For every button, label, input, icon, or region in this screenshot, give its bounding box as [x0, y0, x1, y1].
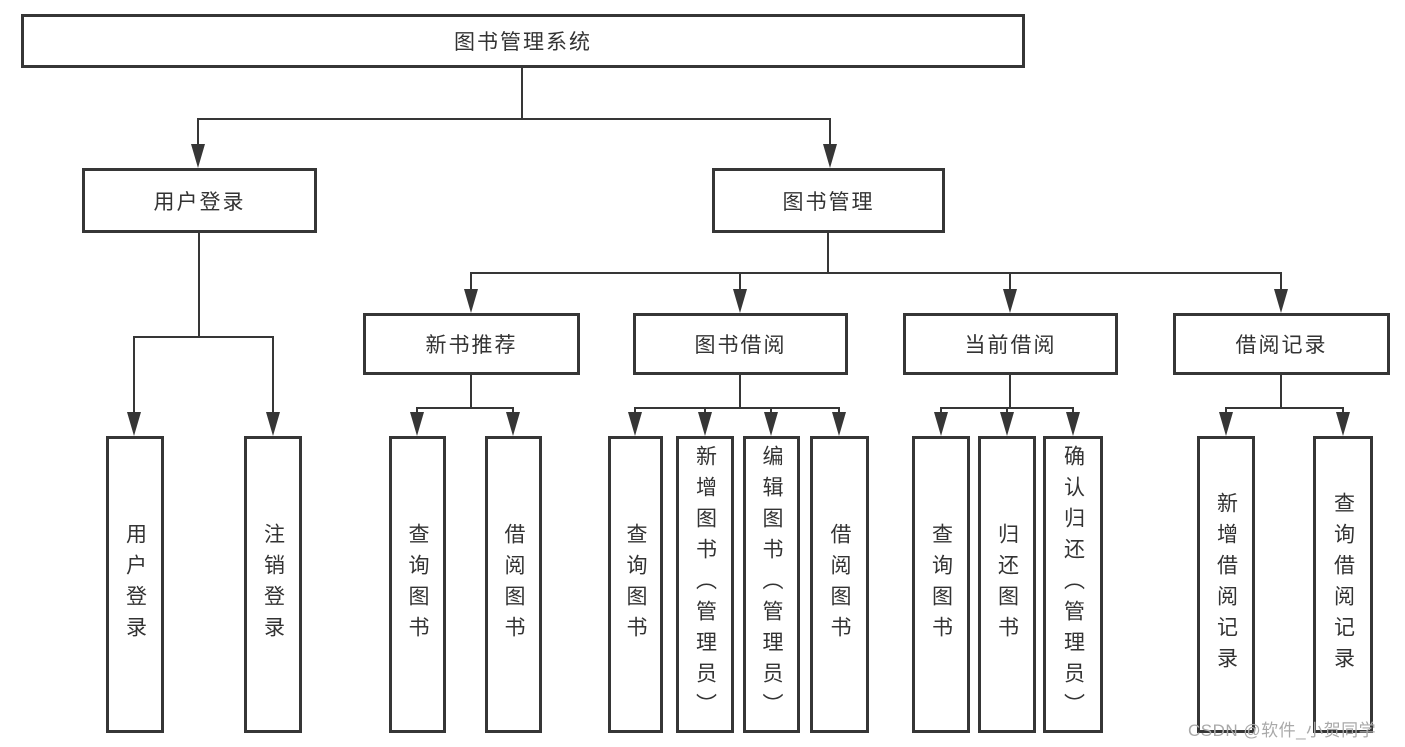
node-label: 图书管理	[782, 190, 875, 214]
leaf-add-books-admin: 新增图书（管理员）	[676, 436, 734, 733]
arrowhead-down	[832, 412, 846, 436]
node-label: 新增图书（管理员）	[693, 445, 717, 724]
arrowhead-down	[191, 144, 205, 168]
arrowhead-down	[464, 289, 478, 313]
connector-userlogin-branch	[133, 336, 274, 338]
arrowhead-down	[1066, 412, 1080, 436]
node-label: 编辑图书（管理员）	[760, 445, 783, 724]
arrowhead-down	[628, 412, 642, 436]
connector-userlogin-stem	[198, 233, 200, 336]
connector-drop	[1009, 272, 1011, 294]
arrowhead-down	[764, 412, 778, 436]
node-label: 借阅图书	[502, 522, 525, 647]
arrowhead-down	[1219, 412, 1233, 436]
node-label: 查询图书	[624, 522, 647, 647]
connector-bookmgmt-stem	[827, 233, 829, 272]
connector-drop	[197, 118, 199, 148]
node-current-borrowing: 当前借阅	[903, 313, 1118, 375]
node-book-borrowing: 图书借阅	[633, 313, 848, 375]
node-label: 确认归还（管理员）	[1061, 445, 1085, 724]
node-label: 用户登录	[123, 522, 147, 647]
leaf-logout: 注销登录	[244, 436, 302, 733]
node-label: 新书推荐	[425, 334, 518, 357]
node-label: 图书管理系统	[454, 31, 592, 54]
leaf-confirm-return-admin: 确认归还（管理员）	[1043, 436, 1103, 733]
arrowhead-down	[1336, 412, 1350, 436]
connector-bookmgmt-branch	[470, 272, 1282, 274]
connector-drop	[739, 272, 741, 294]
node-library-management-system: 图书管理系统	[21, 14, 1025, 68]
node-label: 查询借阅记录	[1331, 491, 1355, 678]
node-label: 借阅记录	[1235, 334, 1328, 357]
connector-currentborrow-stem	[1009, 375, 1011, 407]
connector-drop	[829, 118, 831, 148]
leaf-user-login: 用户登录	[106, 436, 164, 733]
leaf-query-books-current: 查询图书	[912, 436, 970, 733]
node-user-login: 用户登录	[82, 168, 317, 233]
watermark-csdn: CSDN @软件_小贺同学	[1188, 721, 1377, 740]
leaf-query-borrow-record: 查询借阅记录	[1313, 436, 1373, 733]
node-label: 用户登录	[153, 190, 246, 214]
connector-root-stem	[521, 68, 523, 118]
connector-drop	[1280, 272, 1282, 294]
arrowhead-down	[733, 289, 747, 313]
arrowhead-down	[266, 412, 280, 436]
node-label: 归还图书	[995, 522, 1019, 647]
node-label: 查询图书	[406, 522, 429, 647]
connector-bookborrow-stem	[739, 375, 741, 407]
leaf-query-books-newrec: 查询图书	[389, 436, 446, 733]
node-label: 新增借阅记录	[1214, 491, 1238, 678]
node-label: 当前借阅	[964, 334, 1057, 357]
arrowhead-down	[1274, 289, 1288, 313]
arrowhead-down	[1003, 289, 1017, 313]
node-book-management: 图书管理	[712, 168, 945, 233]
arrowhead-down	[410, 412, 424, 436]
arrowhead-down	[934, 412, 948, 436]
connector-borrowrecords-branch	[1225, 407, 1344, 409]
connector-drop	[470, 272, 472, 294]
leaf-return-books: 归还图书	[978, 436, 1036, 733]
leaf-borrow-books-newrec: 借阅图书	[485, 436, 542, 733]
arrowhead-down	[698, 412, 712, 436]
connector-newbookrec-branch	[416, 407, 514, 409]
node-label: 查询图书	[929, 522, 953, 647]
node-label: 图书借阅	[694, 334, 787, 357]
leaf-query-books-borrow: 查询图书	[608, 436, 663, 733]
node-borrowing-records: 借阅记录	[1173, 313, 1390, 375]
leaf-edit-books-admin: 编辑图书（管理员）	[743, 436, 800, 733]
node-label: 借阅图书	[828, 522, 851, 647]
arrowhead-down	[1000, 412, 1014, 436]
node-new-book-recommendation: 新书推荐	[363, 313, 580, 375]
connector-root-branch	[197, 118, 831, 120]
arrowhead-down	[506, 412, 520, 436]
arrowhead-down	[823, 144, 837, 168]
leaf-add-borrow-record: 新增借阅记录	[1197, 436, 1255, 733]
connector-newbookrec-stem	[470, 375, 472, 407]
connector-bookborrow-branch	[634, 407, 840, 409]
arrowhead-down	[127, 412, 141, 436]
connector-drop	[133, 336, 135, 414]
connector-drop	[272, 336, 274, 414]
connector-borrowrecords-stem	[1280, 375, 1282, 407]
leaf-borrow-books-borrow: 借阅图书	[810, 436, 869, 733]
node-label: 注销登录	[261, 522, 285, 647]
